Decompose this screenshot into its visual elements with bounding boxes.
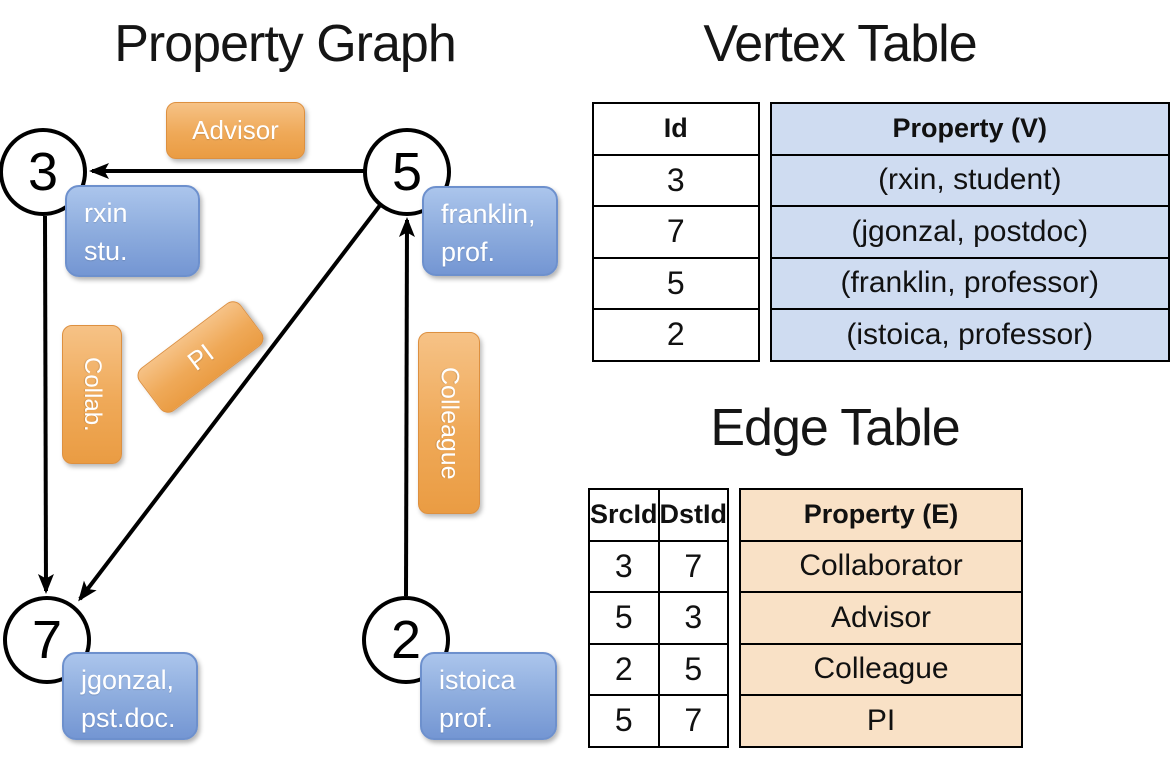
vertex-node-2-id: 2 — [390, 610, 422, 670]
edge-srcid-header: SrcId — [588, 488, 660, 542]
vertex-property-line: prof. — [441, 237, 496, 267]
table-row: 3 7 — [588, 539, 730, 593]
table-row: 3 — [592, 153, 760, 207]
edge-pi-5-to-7 — [78, 202, 383, 602]
vertex-property-line: jgonzal, — [81, 665, 175, 695]
vertex-id-cell: 3 — [592, 153, 760, 207]
edge-dstid-cell: 7 — [657, 539, 730, 593]
table-header-row: Property (E) — [739, 488, 1024, 542]
vertex-id-cell: 5 — [592, 256, 760, 310]
table-row: (rxin, student) — [769, 153, 1170, 207]
edge-property-cell: Advisor — [739, 591, 1024, 645]
table-row: (jgonzal, postdoc) — [769, 205, 1170, 259]
edge-dstid-header: DstId — [657, 488, 730, 542]
edge-label-colleague: Colleague — [418, 332, 480, 514]
edge-label-advisor: Advisor — [166, 102, 305, 159]
vertex-property-line: pst.doc. — [81, 703, 176, 733]
table-row: (istoica, professor) — [769, 308, 1170, 362]
table-row: 5 — [592, 256, 760, 310]
table-row: 7 — [592, 205, 760, 259]
vertex-node-7-id: 7 — [31, 610, 63, 670]
edge-property-cell: PI — [739, 694, 1024, 748]
vertex-property-line: stu. — [84, 236, 128, 266]
table-row: 2 — [592, 308, 760, 362]
property-graph-title: Property Graph — [114, 15, 457, 73]
table-header-row: Id — [592, 102, 760, 156]
vertex-property-header: Property (V) — [769, 102, 1170, 156]
vertex-node-3-id: 3 — [27, 142, 59, 202]
vertex-property-line: prof. — [439, 703, 494, 733]
vertex-node-5-id: 5 — [391, 142, 423, 202]
table-row: 5 7 — [588, 694, 730, 748]
edge-dstid-cell: 5 — [657, 642, 730, 696]
vertex-property-box-istoica: istoica prof. — [420, 652, 557, 740]
vertex-table-id-column: Id 3 7 5 2 — [592, 102, 760, 362]
vertex-property-line: istoica — [439, 665, 516, 695]
vertex-property-line: rxin — [84, 198, 128, 228]
edge-property-header: Property (E) — [739, 488, 1024, 542]
vertex-id-header: Id — [592, 102, 760, 156]
vertex-table-property-column: Property (V) (rxin, student) (jgonzal, p… — [769, 102, 1170, 362]
vertex-id-cell: 7 — [592, 205, 760, 259]
vertex-property-cell: (rxin, student) — [769, 153, 1170, 207]
table-row: 2 5 — [588, 642, 730, 696]
edge-table-id-columns: SrcId DstId 3 7 5 3 2 5 5 7 — [588, 488, 730, 748]
table-header-row: SrcId DstId — [588, 488, 730, 542]
vertex-property-cell: (istoica, professor) — [769, 308, 1170, 362]
vertex-table-title: Vertex Table — [703, 15, 977, 73]
edge-srcid-cell: 3 — [588, 539, 660, 593]
edge-table: SrcId DstId 3 7 5 3 2 5 5 7 Property (E)… — [588, 488, 1024, 748]
edge-property-cell: Colleague — [739, 642, 1024, 696]
table-row: (franklin, professor) — [769, 256, 1170, 310]
edge-srcid-cell: 5 — [588, 694, 660, 748]
edge-dstid-cell: 3 — [657, 591, 730, 645]
vertex-property-box-franklin: franklin, prof. — [422, 186, 558, 276]
vertex-node-3: 3 — [0, 128, 87, 216]
vertex-property-box-jgonzal: jgonzal, pst.doc. — [62, 652, 198, 740]
vertex-property-line: franklin, — [441, 199, 536, 229]
edge-dstid-cell: 7 — [657, 694, 730, 748]
table-row: Collaborator — [739, 539, 1024, 593]
edge-colleague-2-to-5 — [398, 217, 415, 597]
edge-collab-3-to-7 — [37, 215, 54, 594]
vertex-table: Id 3 7 5 2 Property (V) (rxin, student) … — [592, 102, 1170, 362]
table-row: Advisor — [739, 591, 1024, 645]
vertex-property-box-rxin: rxin stu. — [65, 185, 200, 277]
vertex-node-5: 5 — [363, 128, 451, 216]
table-row: PI — [739, 694, 1024, 748]
vertex-id-cell: 2 — [592, 308, 760, 362]
edge-property-cell: Collaborator — [739, 539, 1024, 593]
vertex-property-cell: (franklin, professor) — [769, 256, 1170, 310]
table-row: Colleague — [739, 642, 1024, 696]
vertex-property-cell: (jgonzal, postdoc) — [769, 205, 1170, 259]
edge-srcid-cell: 2 — [588, 642, 660, 696]
edge-table-property-column: Property (E) Collaborator Advisor Collea… — [739, 488, 1024, 748]
edge-table-title: Edge Table — [710, 399, 960, 457]
edge-srcid-cell: 5 — [588, 591, 660, 645]
table-header-row: Property (V) — [769, 102, 1170, 156]
table-row: 5 3 — [588, 591, 730, 645]
edge-label-collab: Collab. — [62, 325, 122, 464]
